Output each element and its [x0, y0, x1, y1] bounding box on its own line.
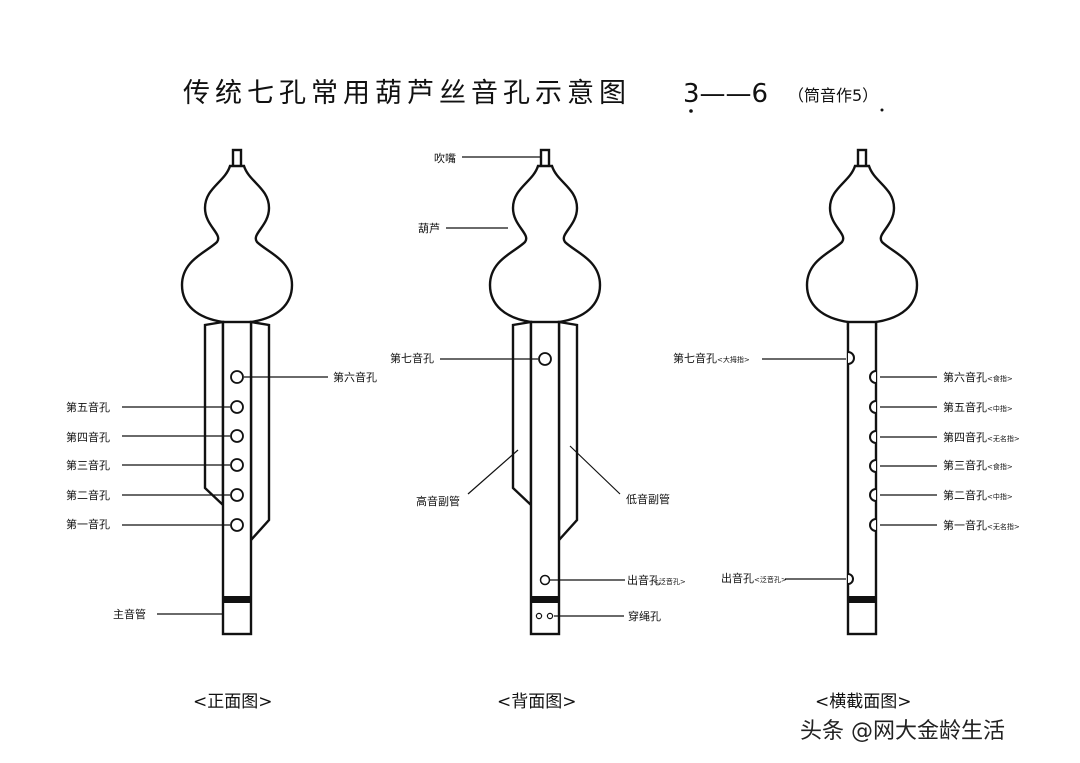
finger-name: <无名指>: [987, 522, 1020, 531]
main-pipe: [846, 320, 878, 636]
side-label: 出音孔<泛音孔>: [721, 571, 787, 585]
finger-hole-notch: [869, 430, 877, 444]
watermark: 头条 @网大金龄生活: [800, 719, 1005, 744]
label-exit-note: <泛音孔>: [653, 577, 686, 586]
high-pitch-pipe: [511, 320, 533, 508]
pipe-band: [848, 596, 876, 603]
low-octave-dot: [689, 109, 693, 113]
finger-hole: [230, 370, 244, 384]
seventh-hole: [538, 352, 552, 366]
low-pitch-pipe: [249, 320, 271, 544]
front-caption: <正面图>: [193, 692, 273, 712]
title-key: 3——6: [683, 79, 768, 109]
label-hole7: 第七音孔: [390, 351, 434, 365]
label-hole6: 第六音孔: [333, 370, 377, 384]
high-pitch-pipe: [203, 320, 225, 508]
string-hole: [546, 612, 554, 620]
leader-line: [569, 445, 621, 495]
finger-hole: [230, 458, 244, 472]
back-caption: <背面图>: [497, 692, 577, 712]
label-main-pipe: 主音管: [113, 607, 146, 621]
side-label: 第五音孔<中指>: [943, 400, 1013, 414]
hole-name: 第三音孔: [943, 458, 987, 472]
side-label: 第六音孔<食指>: [943, 370, 1013, 384]
label-gourd: 葫芦: [418, 222, 440, 235]
gourd: [805, 164, 919, 330]
finger-hole: [230, 518, 244, 532]
label-hole4: 第四音孔: [66, 430, 110, 444]
finger-hole: [230, 400, 244, 414]
mouthpiece: [856, 148, 868, 169]
main-pipe: [221, 320, 253, 636]
low-octave-dot: [880, 108, 884, 112]
hole-name: 第六音孔: [943, 370, 987, 384]
hole-name: 出音孔: [721, 571, 754, 585]
label-hole5: 第五音孔: [66, 400, 110, 414]
side-label: 第七音孔<大拇指>: [673, 351, 750, 365]
label-hole1: 第一音孔: [66, 517, 110, 531]
pipe-band: [531, 596, 559, 603]
hole-name: 第四音孔: [943, 430, 987, 444]
low-pitch-pipe: [557, 320, 579, 544]
finger-hole-notch: [869, 400, 877, 414]
side-labels: 第七音孔<大拇指>第六音孔<食指>第五音孔<中指>第四音孔<无名指>第三音孔<食…: [673, 351, 1020, 585]
label-hole2: 第二音孔: [66, 488, 110, 502]
side-label: 第三音孔<食指>: [943, 458, 1013, 472]
main-pipe: [529, 320, 561, 636]
seventh-hole-notch: [847, 351, 855, 365]
finger-name: <大拇指>: [717, 355, 750, 364]
finger-hole: [230, 488, 244, 502]
finger-name: <食指>: [987, 374, 1013, 383]
side-label: 第一音孔<无名指>: [943, 518, 1020, 532]
exit-hole-notch: [847, 573, 854, 585]
front-view: [122, 148, 328, 636]
label-mouthpiece: 吹嘴: [434, 152, 456, 165]
label-string-hole: 穿绳孔: [628, 609, 661, 623]
side-label: 第二音孔<中指>: [943, 488, 1013, 502]
label-exit-hole: 出音孔: [627, 573, 660, 587]
finger-hole-notch: [869, 459, 877, 473]
gourd: [180, 164, 294, 330]
back-view: [440, 148, 625, 636]
hole-name: 第一音孔: [943, 518, 987, 532]
side-label: 第四音孔<无名指>: [943, 430, 1020, 444]
finger-name: <食指>: [987, 462, 1013, 471]
pipe-band: [223, 596, 251, 603]
mouthpiece: [539, 148, 551, 169]
hole-name: 第七音孔: [673, 351, 717, 365]
finger-hole-notch: [869, 518, 877, 532]
leader-line: [467, 449, 519, 495]
title-note: （筒音作5）: [788, 86, 878, 105]
finger-hole: [230, 429, 244, 443]
finger-name: <中指>: [987, 492, 1013, 501]
finger-name: <中指>: [987, 404, 1013, 413]
hole-name: 第五音孔: [943, 400, 987, 414]
finger-name: <无名指>: [987, 434, 1020, 443]
finger-name: <泛音孔>: [754, 575, 787, 584]
side-caption: <横截面图>: [815, 692, 912, 712]
label-hole3: 第三音孔: [66, 458, 110, 472]
label-low-pipe: 低音副管: [626, 492, 670, 506]
label-high-pipe: 高音副管: [416, 494, 460, 508]
finger-hole-notch: [869, 488, 877, 502]
exit-hole: [539, 574, 551, 586]
finger-hole-notch: [869, 370, 877, 384]
string-hole: [535, 612, 543, 620]
title: 传统七孔常用葫芦丝音孔示意图: [183, 78, 631, 109]
gourd: [488, 164, 602, 330]
mouthpiece: [231, 148, 243, 169]
side-view: [805, 148, 919, 636]
hole-name: 第二音孔: [943, 488, 987, 502]
